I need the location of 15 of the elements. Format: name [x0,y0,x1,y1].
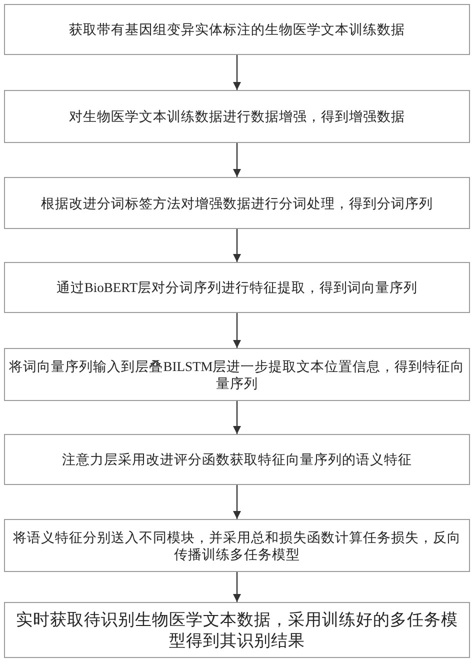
arrow [233,55,241,90]
process-box: 获取带有基因组变异实体标注的生物医学文本训练数据 [4,4,470,55]
process-box: 注意力层采用改进评分函数获取特征向量序列的语义特征 [4,434,470,485]
arrow [233,313,241,348]
process-box: 将语义特征分别送入不同模块，并采用总和损失函数计算任务损失，反向传播训练多任务模型 [4,519,470,572]
process-box: 实时获取待识别生物医学文本数据，采用训练好的多任务模型得到其识别结果 [4,602,470,658]
process-box: 对生物医学文本训练数据进行数据增强，得到增强数据 [4,90,470,143]
arrow [233,143,241,177]
process-box: 根据改进分词标签方法对增强数据进行分词处理，得到分词序列 [4,177,470,229]
arrow [233,401,241,434]
process-box: 通过BioBERT层对分词序列进行特征提取，得到词向量序列 [4,262,470,313]
arrow [233,229,241,262]
process-box: 将词向量序列输入到层叠BILSTM层进一步提取文本位置信息，得到特征向量序列 [4,348,470,401]
arrow [233,572,241,602]
arrow [233,485,241,519]
